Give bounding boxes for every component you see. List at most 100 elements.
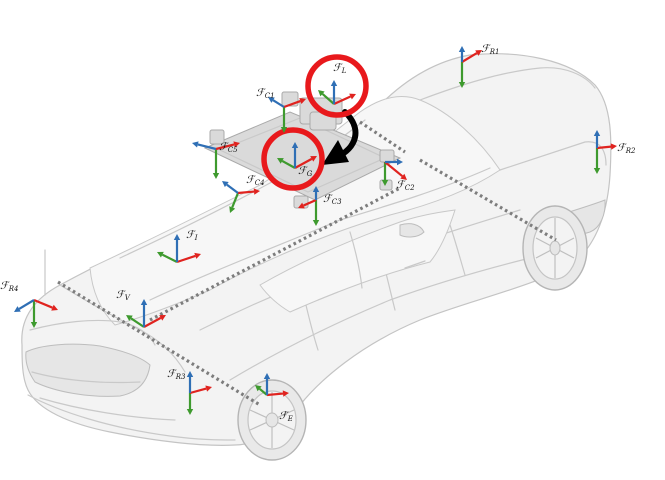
frame-label-r1: ℱR1 (481, 44, 500, 56)
highlight-circle-lidar (305, 54, 369, 118)
frame-g-axes (277, 142, 317, 169)
frame-label-c4: ℱC4 (246, 175, 265, 187)
coordinate-frames (14, 46, 617, 415)
highlight-circle-gnss (261, 127, 325, 191)
transform-arrowhead (322, 140, 349, 165)
frame-c4-z-axis-arrowhead (222, 181, 229, 188)
frame-symbol: ℱ (167, 368, 176, 380)
car-body (21, 53, 612, 446)
frame-symbol: ℱ (617, 142, 626, 154)
frame-c4-x-axis-arrowhead (253, 188, 260, 195)
frame-c2-x-axis-arrowhead (400, 173, 407, 180)
frame-subscript: C5 (227, 146, 238, 154)
frame-c5-x-axis-line (215, 143, 235, 151)
frame-v-axes (126, 299, 166, 328)
frame-label-v: ℱV (116, 290, 130, 302)
frame-r4-axes (14, 298, 58, 328)
frame-l-y-axis-arrowhead (318, 90, 325, 97)
frame-r3-axes (186, 371, 212, 415)
frame-symbol: ℱ (256, 87, 265, 99)
frame-c3-z-axis-arrowhead (312, 186, 320, 192)
frame-r2-z-axis-arrowhead (593, 130, 601, 136)
frame-r4-x-axis-line (33, 298, 53, 309)
frame-label-e: ℱE (279, 411, 293, 423)
calibration-paths (57, 120, 557, 407)
frame-r4-z-axis-arrowhead (14, 306, 21, 312)
frame-c4-y-axis-line (231, 192, 240, 208)
frame-subscript: R4 (8, 285, 19, 293)
frame-label-c1: ℱC1 (256, 88, 275, 100)
frame-c1-x-axis-arrowhead (299, 98, 306, 105)
frame-l-y-axis-line (321, 93, 335, 105)
frame-v-z-axis-arrowhead (140, 299, 148, 305)
dotted-path-rear-wheel (57, 280, 261, 407)
frame-symbol: ℱ (298, 165, 307, 177)
frame-label-g: ℱG (298, 166, 312, 178)
frame-e-axes (255, 373, 289, 397)
frame-subscript: C1 (264, 92, 275, 100)
frame-r3-x-axis-arrowhead (205, 385, 212, 392)
frame-c1-axes (268, 97, 306, 133)
frame-e-x-axis-line (266, 392, 284, 397)
frame-c3-x-axis-line (303, 198, 317, 207)
frame-r1-y-axis-arrowhead (458, 82, 466, 88)
frame-subscript: C2 (404, 184, 415, 192)
frame-i-y-axis-line (161, 253, 178, 263)
frame-label-c2: ℱC2 (396, 180, 415, 192)
frame-c4-z-axis-line (226, 183, 239, 194)
frame-subscript: C4 (254, 179, 265, 187)
frame-c1-y-axis-arrowhead (280, 127, 288, 133)
frame-subscript: L (341, 67, 347, 75)
frame-symbol: ℱ (0, 280, 9, 292)
frame-l-z-axis-arrowhead (330, 80, 338, 86)
frame-c4-y-axis-arrowhead (229, 206, 236, 213)
frame-symbol: ℱ (219, 141, 228, 153)
frame-e-y-axis-line (258, 387, 268, 396)
frame-symbol: ℱ (186, 229, 195, 241)
frame-r2-y-axis-arrowhead (593, 168, 601, 174)
frame-subscript: C3 (331, 198, 342, 206)
front-wheel (522, 205, 588, 291)
frame-r2-axes (593, 130, 617, 174)
frame-c5-z-axis-arrowhead (192, 141, 199, 148)
frame-g-x-axis-arrowhead (310, 156, 317, 162)
frame-i-axes (157, 234, 201, 264)
frame-v-y-axis-arrowhead (126, 315, 133, 321)
frame-r4-x-axis-arrowhead (51, 304, 58, 311)
frame-c2-y-axis-arrowhead (381, 180, 389, 186)
frame-subscript: R2 (625, 147, 636, 155)
frame-i-x-axis-line (176, 254, 196, 264)
frame-e-x-axis-arrowhead (282, 390, 289, 397)
frame-label-i: ℱI (186, 230, 198, 242)
frame-label-c3: ℱC3 (323, 194, 342, 206)
frame-symbol: ℱ (396, 179, 405, 191)
frame-r2-x-axis-line (596, 145, 612, 150)
frame-e-y-axis-arrowhead (255, 385, 262, 392)
frame-symbol: ℱ (323, 193, 332, 205)
frame-symbol: ℱ (333, 62, 342, 74)
frame-v-x-axis-line (143, 316, 162, 328)
frame-c5-y-axis-arrowhead (212, 173, 220, 179)
frame-c5-axes (192, 141, 240, 179)
frame-label-r4: ℱR4 (0, 281, 19, 293)
frame-l-axes (318, 80, 356, 106)
frame-subscript: G (306, 170, 313, 178)
frame-c1-z-axis-line (272, 99, 285, 108)
frame-label-r2: ℱR2 (617, 143, 636, 155)
frame-g-y-axis-arrowhead (277, 158, 284, 164)
frame-subscript: I (194, 234, 198, 242)
frame-r3-x-axis-line (189, 387, 207, 395)
frame-c3-x-axis-arrowhead (298, 202, 305, 209)
frame-c1-x-axis-line (283, 100, 301, 109)
roof-sensor-rig (203, 91, 402, 209)
frame-c4-x-axis-line (237, 190, 255, 195)
frame-g-x-axis-line (294, 157, 313, 169)
frame-c5-z-axis-line (197, 143, 217, 151)
frame-l-x-axis-arrowhead (349, 93, 356, 100)
frame-label-l: ℱL (333, 63, 346, 75)
frame-label-r3: ℱR3 (167, 369, 186, 381)
frame-subscript: E (287, 415, 293, 423)
frame-c3-axes (298, 186, 320, 226)
frame-symbol: ℱ (246, 174, 255, 186)
